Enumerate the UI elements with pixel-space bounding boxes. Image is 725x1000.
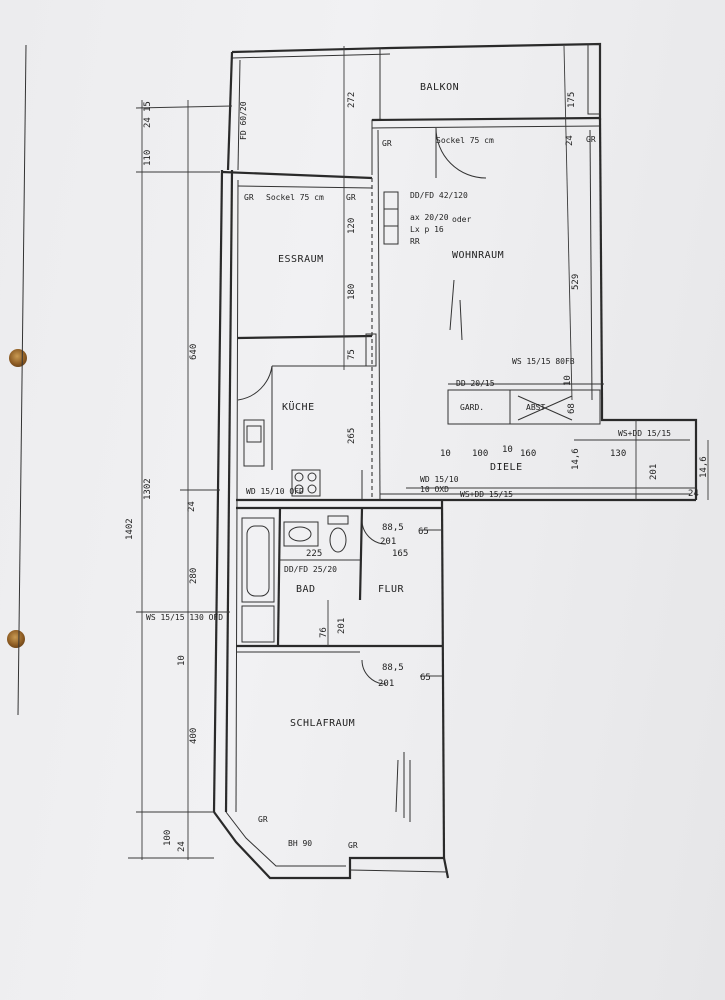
dim-265: 265 (347, 428, 357, 444)
note-wd-15-10: WD 15/10 (420, 475, 459, 484)
note-sockel-ess: Sockel 75 cm (266, 193, 324, 202)
dim-65a: 65 (418, 527, 429, 537)
dim-15: 15 (143, 101, 153, 112)
dimension-numbers: 110 24 15 272 175 24 120 180 75 265 529 … (125, 92, 709, 852)
dim-165: 165 (392, 549, 408, 559)
page-guide-line (17, 44, 27, 716)
note-wd-kueche: WD 15/10 OFD (246, 487, 304, 496)
note-dd-fd-bad: DD/FD 25/20 (284, 565, 337, 574)
dim-110: 110 (143, 150, 153, 166)
room-kueche: KÜCHE (282, 400, 315, 413)
note-lx: Lx p 16 (410, 225, 444, 234)
dim-75: 75 (347, 349, 357, 360)
note-sockel-balkon: Sockel 75 cm (436, 136, 494, 145)
dim-24e: 24 (187, 501, 197, 512)
room-flur: FLUR (378, 584, 405, 595)
dim-1302: 1302 (143, 478, 153, 500)
dim-10a: 10 (563, 375, 573, 386)
dim-146b: 14,6 (699, 456, 709, 478)
dim-160: 160 (520, 449, 536, 459)
note-rr: RR (410, 237, 420, 246)
dim-24d: 24 (688, 489, 699, 499)
note-gr-3: GR (586, 135, 596, 144)
dim-201a: 201 (649, 464, 659, 480)
dim-100a: 100 (163, 830, 173, 846)
note-ws-bad: WS 15/15 130 OFD (146, 613, 223, 622)
room-essraum: ESSRAUM (278, 254, 324, 265)
dim-120: 120 (347, 218, 357, 234)
dim-130: 130 (610, 449, 626, 459)
room-labels: BALKON ESSRAUM WOHNRAUM KÜCHE DIELE GARD… (278, 82, 545, 729)
balcony-outline (226, 42, 602, 175)
dim-529: 529 (571, 274, 581, 290)
note-ws-dd-15-15: WS+DD 15/15 (618, 429, 671, 438)
room-schlafraum: SCHLAFRAUM (290, 718, 355, 729)
dim-68: 68 (567, 403, 577, 414)
dim-400: 400 (189, 728, 199, 744)
dim-225: 225 (306, 549, 322, 559)
dim-24b: 24 (565, 135, 575, 146)
note-gr-5: GR (258, 815, 268, 824)
note-ws-wohn: WS 15/15 80FB (512, 357, 575, 366)
note-bh-90: BH 90 (288, 839, 312, 848)
dim-146a: 14,6 (571, 448, 581, 470)
note-ax: ax 20/20 (410, 213, 449, 222)
dim-201d: 201 (378, 679, 394, 689)
dim-88a: 88,5 (382, 523, 404, 533)
dim-640: 640 (189, 344, 199, 360)
note-gr-6: GR (348, 841, 358, 850)
outer-walls (212, 116, 698, 880)
plan-notes: FD 60/20 Sockel 75 cm Sockel 75 cm GR GR… (146, 101, 671, 850)
room-diele: DIELE (490, 462, 523, 473)
fixtures (237, 127, 487, 822)
note-ws-dd-diele: WS+DD 15/15 (460, 490, 513, 499)
dim-175: 175 (567, 92, 577, 108)
note-dd-fd: DD/FD 42/120 (410, 191, 468, 200)
note-fd: FD 60/20 (239, 101, 248, 140)
dim-65b: 65 (420, 673, 431, 683)
dim-24c: 24 (177, 841, 187, 852)
room-abst: ABST (526, 403, 545, 412)
dim-10c: 10 (502, 445, 513, 455)
note-gr-1: GR (244, 193, 254, 202)
room-bad: BAD (296, 584, 316, 595)
dim-280: 280 (189, 568, 199, 584)
dim-76: 76 (319, 627, 329, 638)
note-gr-2: GR (382, 139, 392, 148)
room-gard: GARD. (460, 403, 484, 412)
dimension-lines (128, 45, 709, 860)
note-dd-20-15: DD 20/15 (456, 379, 495, 388)
dim-272: 272 (347, 92, 357, 108)
dim-201b: 201 (380, 537, 396, 547)
note-oder: oder (452, 215, 471, 224)
punch-hole-bottom (7, 630, 25, 648)
room-balkon: BALKON (420, 82, 459, 93)
dim-100b: 100 (472, 449, 488, 459)
note-gr-4: GR (346, 193, 356, 202)
dim-180: 180 (347, 284, 357, 300)
dim-88b: 88,5 (382, 663, 404, 673)
dim-201c: 201 (337, 618, 347, 634)
dim-24a: 24 (143, 117, 153, 128)
dim-10d: 10 (177, 655, 187, 666)
dim-1402: 1402 (125, 518, 135, 540)
dim-10b: 10 (440, 449, 451, 459)
interior-walls (236, 129, 604, 653)
note-fd-10-oxd: 10 OXD (420, 485, 449, 494)
room-wohnraum: WOHNRAUM (452, 250, 504, 261)
